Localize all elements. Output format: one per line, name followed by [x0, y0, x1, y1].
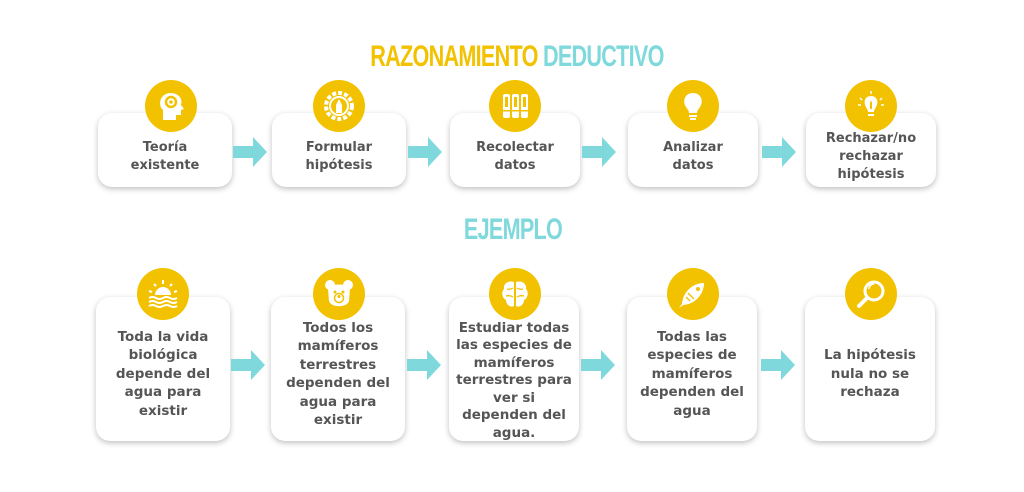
- head-gear-icon: [145, 80, 197, 132]
- sunset-water-icon: [137, 268, 189, 320]
- gear-pencil-icon: [313, 80, 365, 132]
- example-label: La hipótesis nula no se rechaza: [824, 347, 916, 401]
- main-title: RAZONAMIENTO DEDUCTIVO: [145, 40, 889, 74]
- magnifier-icon: [845, 268, 897, 320]
- step-label: Teoría existente: [130, 140, 200, 173]
- step-label: Recolectar datos: [476, 140, 554, 173]
- example-label: Todas las especies de mamíferos dependen…: [640, 328, 744, 419]
- title-part1: RAZONAMIENTO: [370, 40, 538, 73]
- example-box-2: Todos los mamíferos terrestres dependen …: [271, 297, 405, 441]
- fish-icon: [667, 268, 719, 320]
- arrow-icon: [233, 137, 267, 167]
- example-label: Estudiar todas las especies de mamíferos…: [456, 319, 572, 441]
- example-label: Todos los mamíferos terrestres dependen …: [286, 319, 390, 429]
- example-box-5: La hipótesis nula no se rechaza: [805, 297, 935, 441]
- arrow-icon: [582, 137, 616, 167]
- arrow-icon: [581, 350, 615, 380]
- arrow-icon: [408, 137, 442, 167]
- arrow-icon: [407, 350, 441, 380]
- arrow-icon: [762, 137, 796, 167]
- step-label: Analizar datos: [663, 140, 723, 173]
- arrow-icon: [231, 350, 265, 380]
- lightbulb-pencil-icon: [845, 80, 897, 132]
- binders-icon: [489, 80, 541, 132]
- step-label: Rechazar/no rechazar hipótesis: [825, 131, 917, 182]
- bear-icon: [313, 268, 365, 320]
- example-title: EJEMPLO: [463, 213, 563, 246]
- example-box-1: Toda la vida biológica depende del agua …: [96, 297, 230, 441]
- arrow-icon: [761, 350, 795, 380]
- title-part2: DEDUCTIVO: [542, 40, 664, 73]
- brain-icon: [489, 268, 541, 320]
- lightbulb-icon: [667, 80, 719, 132]
- step-label: Formular hipótesis: [305, 140, 373, 173]
- step-box-2: Formular hipótesis: [272, 113, 406, 187]
- example-box-4: Todas las especies de mamíferos dependen…: [627, 297, 757, 441]
- example-label: Toda la vida biológica depende del agua …: [115, 328, 211, 419]
- example-box-3: Estudiar todas las especies de mamíferos…: [449, 297, 579, 441]
